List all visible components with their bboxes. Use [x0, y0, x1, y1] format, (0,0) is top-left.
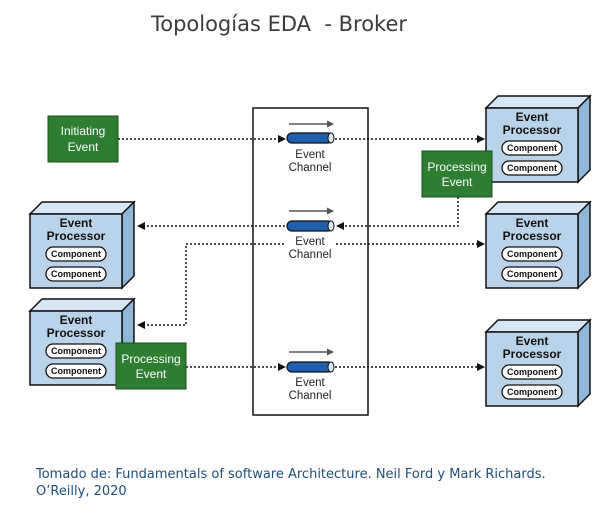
event-processor-right-2: Event Processor Component Component	[484, 200, 592, 290]
flow-arrow	[137, 243, 284, 329]
channel-label-line1: Event	[295, 377, 325, 389]
svg-text:Processor: Processor	[503, 229, 562, 243]
initiating-label-line2: Event	[68, 140, 99, 154]
component-label: Component	[51, 366, 101, 376]
component-label: Component	[51, 249, 101, 259]
event-channel-2: Event Channel	[286, 207, 335, 261]
component-label: Component	[507, 163, 557, 173]
component-label: Component	[51, 269, 101, 279]
flow-arrow	[336, 197, 459, 230]
component-label: Component	[507, 269, 557, 279]
svg-text:Event: Event	[60, 216, 93, 230]
svg-text:Event: Event	[136, 367, 167, 381]
event-processor-left-1: Event Processor Component Component	[28, 200, 136, 290]
processing-event-left-box: Processing Event	[115, 342, 187, 390]
svg-text:Processor: Processor	[503, 347, 562, 361]
svg-text:Event: Event	[442, 175, 473, 189]
svg-text:Event: Event	[60, 313, 93, 327]
svg-text:Processing: Processing	[121, 352, 180, 366]
svg-text:Processing: Processing	[427, 160, 486, 174]
channel-label-line1: Event	[295, 149, 325, 161]
channel-label-line2: Channel	[289, 390, 332, 402]
svg-text:Processor: Processor	[47, 229, 106, 243]
component-label: Component	[51, 346, 101, 356]
event-processor-right-3: Event Processor Component Component	[484, 318, 592, 408]
event-processor-right-1: Event Processor Component Component	[484, 94, 592, 184]
svg-text:Processor: Processor	[47, 326, 106, 340]
event-channel-1: Event Channel	[286, 120, 335, 174]
component-label: Component	[507, 387, 557, 397]
channel-label-line2: Channel	[289, 249, 332, 261]
initiating-event-box: Initiating Event	[47, 115, 119, 163]
processing-event-right-box: Processing Event	[421, 150, 493, 198]
initiating-label-line1: Initiating	[61, 124, 106, 138]
component-label: Component	[507, 143, 557, 153]
channel-label-line1: Event	[295, 236, 325, 248]
svg-text:Event: Event	[516, 216, 549, 230]
source-caption: Tomado de: Fundamentals of software Arch…	[36, 467, 546, 499]
slide-title: Topologías EDA - Broker	[150, 12, 408, 36]
channel-label-line2: Channel	[289, 162, 332, 174]
component-label: Component	[507, 367, 557, 377]
svg-text:Event: Event	[516, 334, 549, 348]
svg-text:Processor: Processor	[503, 123, 562, 137]
svg-text:Event: Event	[516, 110, 549, 124]
event-channel-3: Event Channel	[286, 348, 335, 402]
component-label: Component	[507, 249, 557, 259]
